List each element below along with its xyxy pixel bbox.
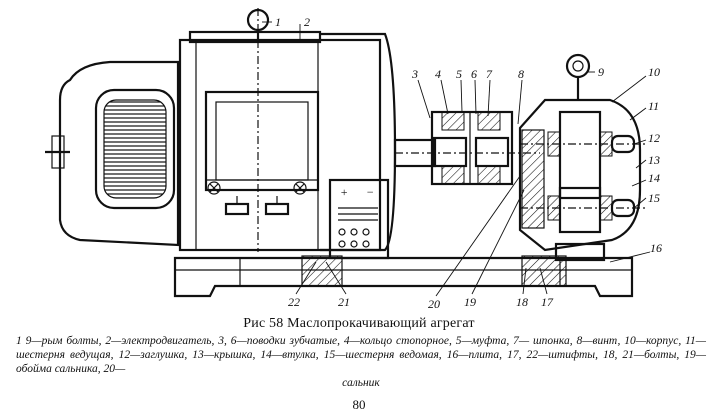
callout-8: 8 — [518, 67, 524, 81]
callout-15: 15 — [648, 191, 660, 205]
callout-11: 11 — [648, 99, 659, 113]
legend-line: 15—шестерня ведомая, 16—плита, 17, 22—шт… — [16, 349, 707, 375]
legend-line: сальник — [342, 377, 380, 389]
machine-drawing: + − — [45, 8, 662, 311]
gear-pump — [518, 53, 645, 262]
leader-lines — [262, 21, 651, 297]
callout-21: 21 — [338, 295, 350, 309]
callout-2: 2 — [304, 15, 310, 29]
callout-18: 18 — [516, 295, 528, 309]
callout-1: 1 — [275, 15, 281, 29]
callout-19: 19 — [464, 295, 476, 309]
plus-symbol: + — [340, 185, 348, 199]
figure-caption: Рис 58 Маслопрокачивающий агрегат — [243, 316, 475, 331]
callout-20: 20 — [428, 297, 440, 311]
terminal-box: + − — [328, 178, 390, 260]
base-plate — [173, 255, 634, 298]
callout-labels: 1 2 3 4 5 6 7 8 9 10 11 12 13 14 15 16 1… — [275, 15, 662, 311]
callout-3: 3 — [411, 67, 418, 81]
callout-6: 6 — [471, 67, 477, 81]
callout-9: 9 — [598, 65, 604, 79]
callout-13: 13 — [648, 153, 660, 167]
callout-5: 5 — [456, 67, 462, 81]
callout-12: 12 — [648, 131, 660, 145]
callout-22: 22 — [288, 295, 300, 309]
callout-14: 14 — [648, 171, 660, 185]
callout-4: 4 — [435, 67, 441, 81]
callout-16: 16 — [650, 241, 662, 255]
minus-symbol: − — [366, 185, 374, 199]
figure-legend: 1 9—рым болты, 2—электродвигатель, 3, 6—… — [16, 334, 706, 390]
callout-10: 10 — [648, 65, 660, 79]
callout-7: 7 — [486, 67, 493, 81]
coupling-assembly — [393, 110, 540, 186]
page-number: 80 — [352, 397, 366, 412]
legend-line: шпонка, 8—винт, 10—корпус, 11—шестерня в… — [16, 335, 707, 361]
callout-17: 17 — [541, 295, 554, 309]
electric-motor — [45, 8, 397, 252]
legend-line: 1 9—рым болты, 2—электродвигатель, 3, 6—… — [16, 335, 530, 347]
